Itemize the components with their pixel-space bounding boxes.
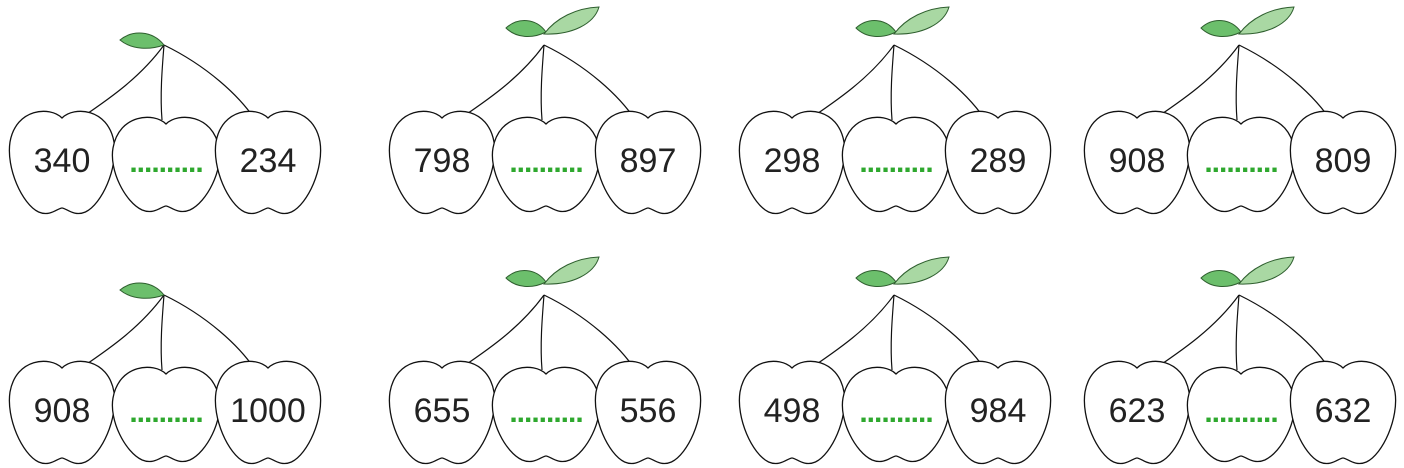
- answer-blank: ..........: [859, 396, 932, 429]
- cherry-stems: [72, 45, 258, 124]
- cherry-stems: [452, 45, 638, 124]
- left-number: 498: [764, 392, 821, 430]
- cherry-stems: [802, 45, 988, 124]
- left-number: 623: [1109, 392, 1166, 430]
- answer-apple[interactable]: ..........: [112, 117, 219, 211]
- left-number: 798: [414, 142, 471, 180]
- answer-blank: ..........: [509, 146, 582, 179]
- left-number: 908: [1109, 142, 1166, 180]
- cherry-problem-6: 655.......... 556: [389, 257, 700, 464]
- number-apple: 897: [595, 111, 700, 213]
- number-apple: 340: [9, 111, 114, 213]
- answer-apple[interactable]: ..........: [1187, 367, 1294, 461]
- answer-blank: ..........: [1204, 396, 1277, 429]
- answer-blank: ..........: [129, 396, 202, 429]
- cherry-stems: [802, 295, 988, 374]
- cherry-stems: [1147, 45, 1333, 124]
- answer-blank: ..........: [129, 146, 202, 179]
- number-apple: 556: [595, 361, 700, 463]
- cherry-problem-2: 798.......... 897: [389, 7, 700, 214]
- answer-apple[interactable]: ..........: [1187, 117, 1294, 211]
- cherry-problem-8: 623.......... 632: [1084, 257, 1395, 464]
- cherry-problem-3: 298.......... 289: [739, 7, 1050, 214]
- cherry-problem-5: 908.......... 1000: [9, 283, 320, 463]
- number-apple: 298: [739, 111, 844, 213]
- answer-apple[interactable]: ..........: [842, 117, 949, 211]
- leaf-icon: [1201, 7, 1294, 37]
- answer-blank: ..........: [509, 396, 582, 429]
- number-apple: 1000: [215, 361, 320, 463]
- number-apple: 655: [389, 361, 494, 463]
- left-number: 340: [34, 142, 91, 180]
- answer-apple[interactable]: ..........: [842, 367, 949, 461]
- cherry-stems: [72, 295, 258, 374]
- number-apple: 908: [9, 361, 114, 463]
- number-apple: 289: [945, 111, 1050, 213]
- leaf-icon: [120, 33, 164, 48]
- number-apple: 234: [215, 111, 320, 213]
- right-number: 897: [620, 142, 677, 180]
- left-number: 908: [34, 392, 91, 430]
- answer-blank: ..........: [859, 146, 932, 179]
- left-number: 655: [414, 392, 471, 430]
- leaf-icon: [506, 257, 599, 287]
- answer-apple[interactable]: ..........: [492, 117, 599, 211]
- number-apple: 632: [1290, 361, 1395, 463]
- answer-apple[interactable]: ..........: [112, 367, 219, 461]
- number-apple: 623: [1084, 361, 1189, 463]
- answer-blank: ..........: [1204, 146, 1277, 179]
- leaf-icon: [1201, 257, 1294, 287]
- number-apple: 809: [1290, 111, 1395, 213]
- number-apple: 908: [1084, 111, 1189, 213]
- number-apple: 498: [739, 361, 844, 463]
- leaf-icon: [856, 257, 949, 287]
- cherry-problem-4: 908.......... 809: [1084, 7, 1395, 214]
- cherry-problem-1: 340.......... 234: [9, 33, 320, 213]
- number-apple: 798: [389, 111, 494, 213]
- cherry-problem-7: 498.......... 984: [739, 257, 1050, 464]
- right-number: 632: [1315, 392, 1372, 430]
- answer-apple[interactable]: ..........: [492, 367, 599, 461]
- left-number: 298: [764, 142, 821, 180]
- leaf-icon: [120, 283, 164, 298]
- right-number: 809: [1315, 142, 1372, 180]
- right-number: 234: [240, 142, 297, 180]
- leaf-icon: [506, 7, 599, 37]
- cherry-stems: [1147, 295, 1333, 374]
- right-number: 1000: [230, 392, 306, 430]
- right-number: 984: [970, 392, 1027, 430]
- cherry-stems: [452, 295, 638, 374]
- right-number: 556: [620, 392, 677, 430]
- right-number: 289: [970, 142, 1027, 180]
- leaf-icon: [856, 7, 949, 37]
- number-apple: 984: [945, 361, 1050, 463]
